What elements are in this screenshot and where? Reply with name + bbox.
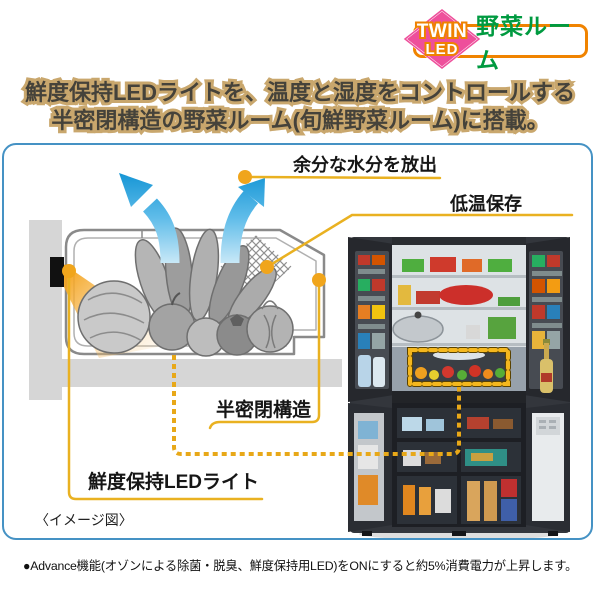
twin-led-text: TWIN TWIN LED LED [403,9,481,69]
cabinet-walls [29,220,342,400]
led-label: LED LED [424,40,460,59]
headline-line2: 半密閉構造の野菜ルーム(旬鮮野菜ルーム)に搭載。 半密閉構造の野菜ルーム(旬鮮野… [48,105,551,136]
callout-low-temp-storage: 低温保存 [450,194,522,214]
moisture-arrows [119,173,265,264]
diamond-shape [403,8,481,70]
twin-label: TWIN TWIN [415,20,469,43]
footnote: ●Advance機能(オゾンによる除菌・脱臭、鮮度保持用LED)をONにすると約… [23,559,578,573]
callout-lines [62,170,574,501]
callout-moisture-release: 余分な水分を放出 [293,155,437,175]
callout-semi-closed-structure: 半密閉構造 [216,400,312,421]
twin-led-badge: 野菜ルーム TWIN TWIN LED LED [403,8,589,73]
vegetables-illustration [77,227,294,357]
callout-freshness-led-light: 鮮度保持LEDライト [88,472,260,493]
diagram-panel: 余分な水分を放出 低温保存 半密閉構造 鮮度保持LEDライト 〈イメージ図〉 [2,143,593,540]
image-note: 〈イメージ図〉 [35,512,133,528]
vegetable-room-label: 野菜ルーム [476,13,572,73]
headline-line1: 鮮度保持LEDライトを、温度と湿度をコントロールする 鮮度保持LEDライトを、温… [22,77,578,108]
diagram-graphic [29,170,574,538]
headline: 鮮度保持LEDライトを、温度と湿度をコントロールする 鮮度保持LEDライトを、温… [0,77,600,136]
